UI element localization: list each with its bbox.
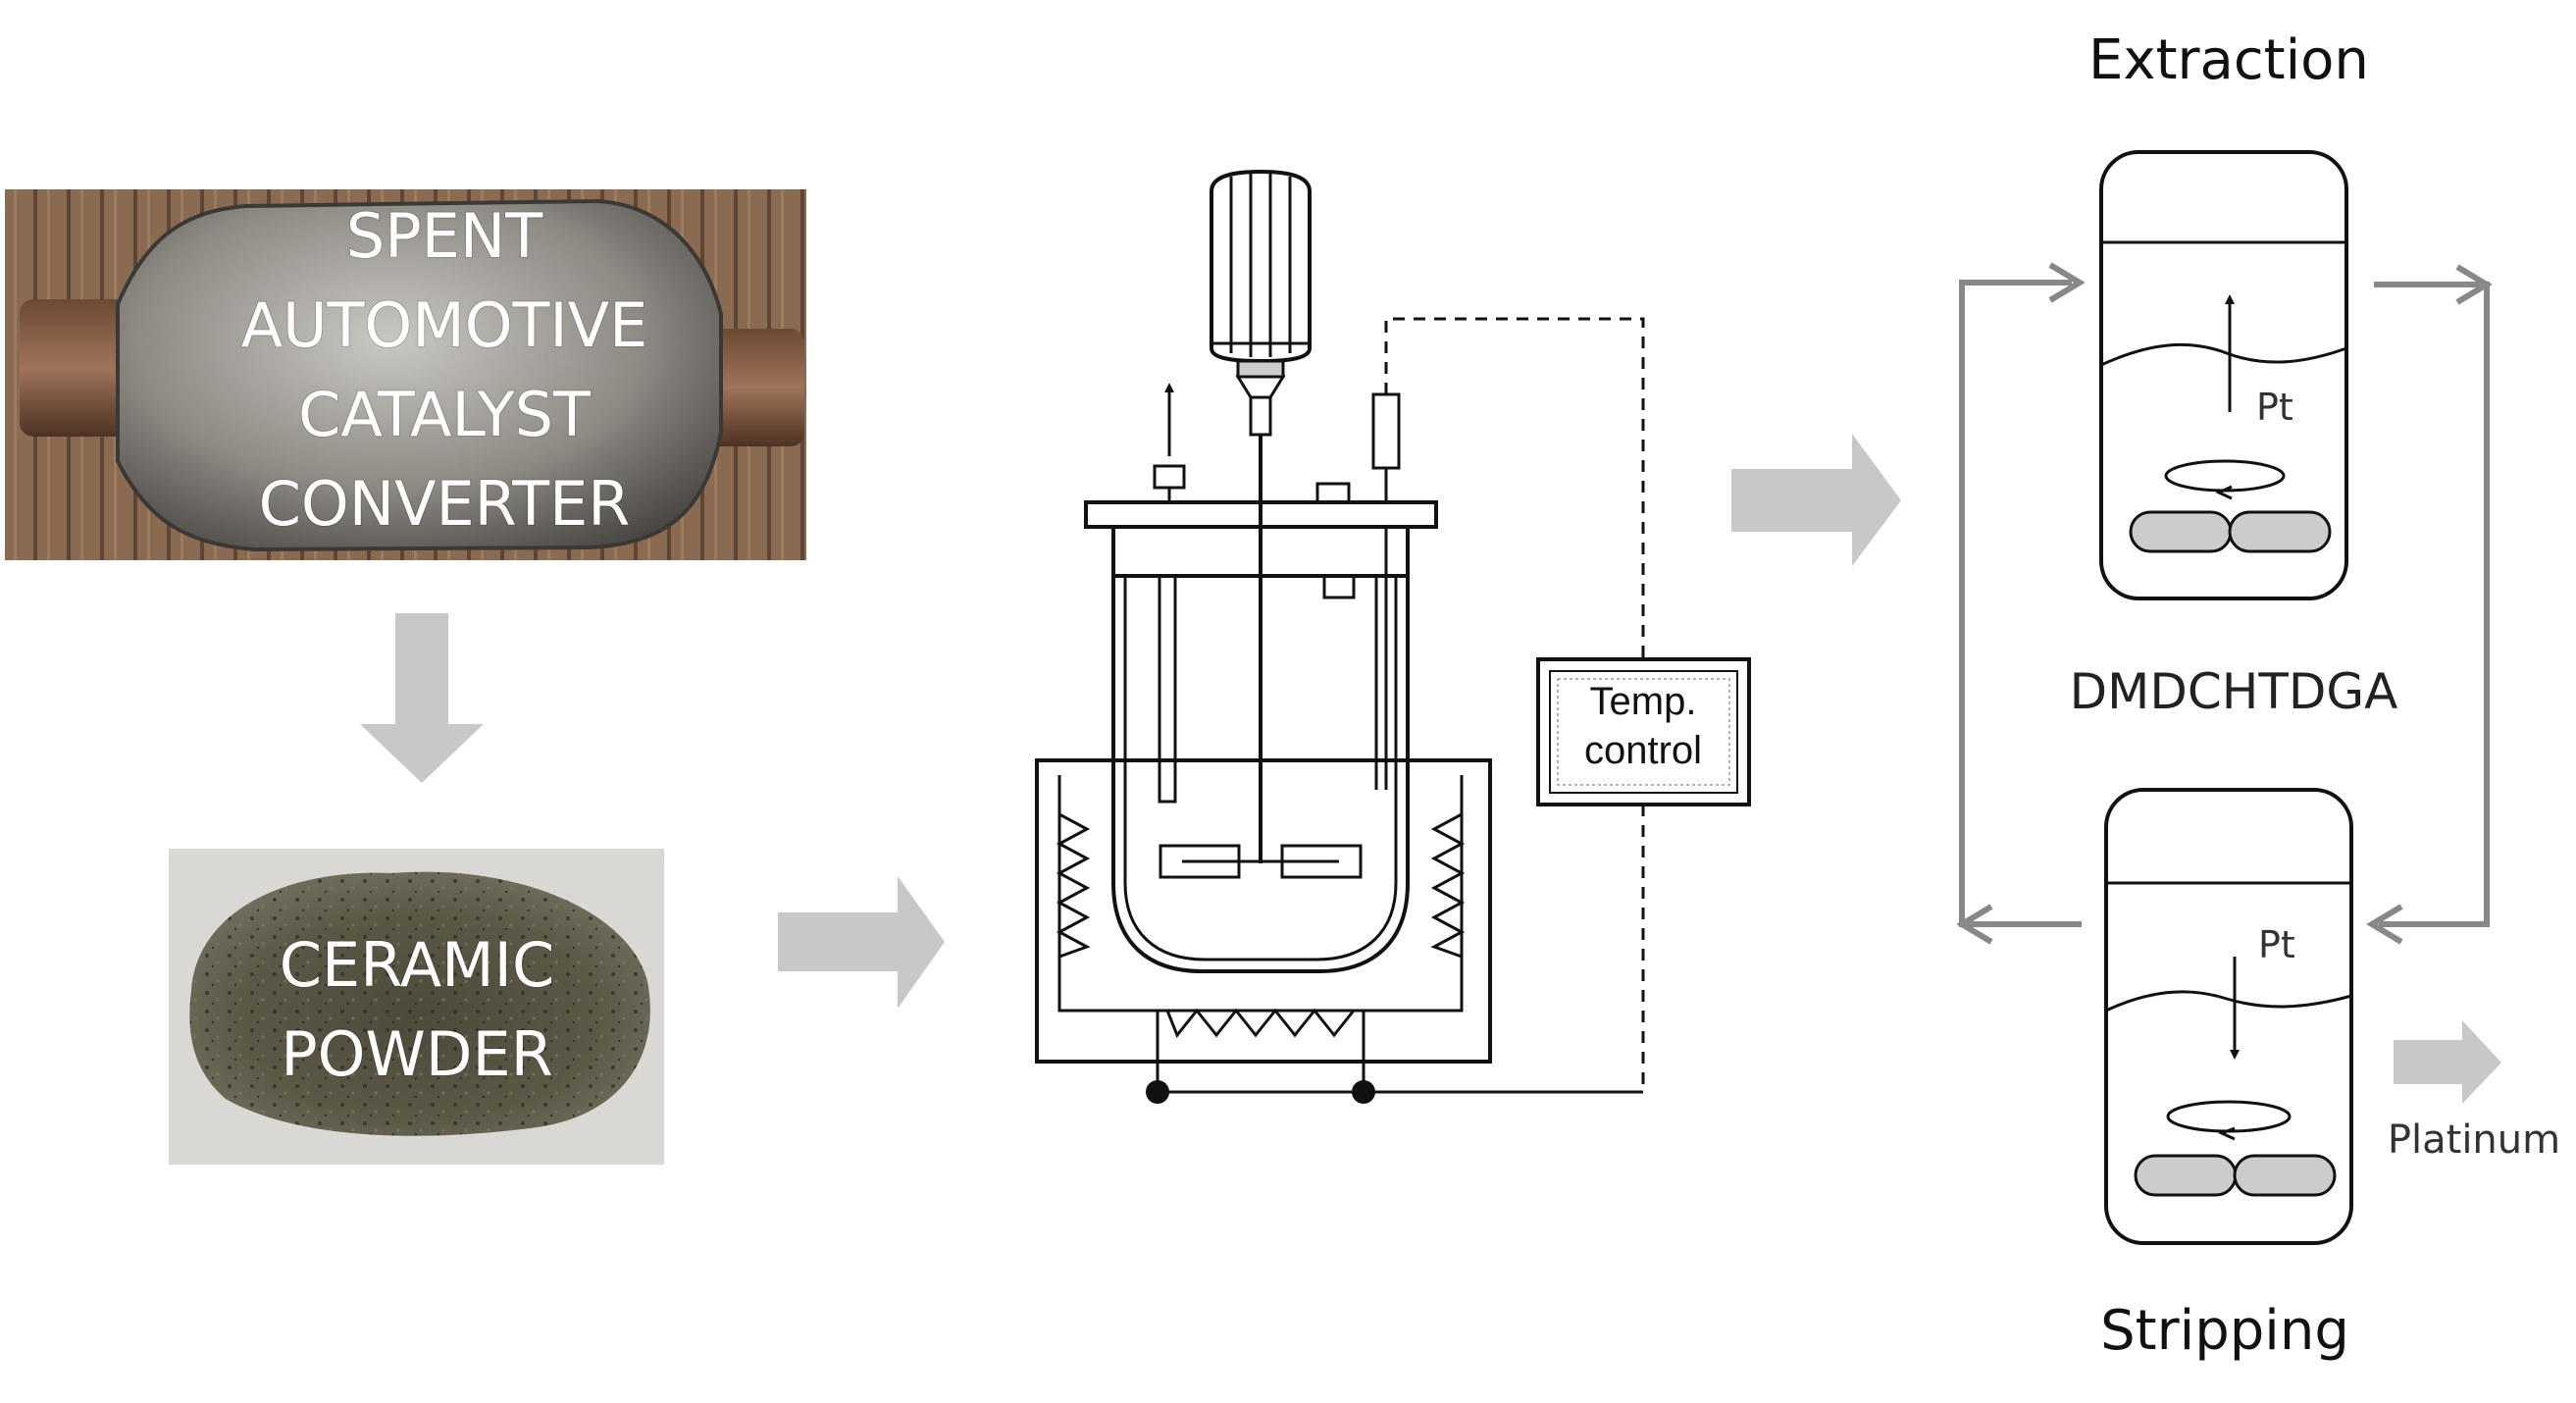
extractant-label: DMDCHTDGA [2070, 663, 2398, 720]
extraction-title: Extraction [2088, 28, 2369, 92]
platinum-label: Platinum [2388, 1117, 2560, 1163]
catalyst-photo: SPENT AUTOMOTIVE CATALYST CONVERTER [5, 189, 806, 560]
temp-control-label-line-2: control [1584, 729, 1702, 772]
platinum-product-arrow [2394, 1020, 2501, 1104]
stripping-vessel: Pt [2104, 788, 2353, 1245]
temp-control-label-line-1: Temp. [1590, 680, 1697, 723]
powder-label-line-1: CERAMIC [280, 929, 555, 1001]
catalyst-label-line-1: SPENT [346, 200, 543, 272]
powder-label-line-2: POWDER [281, 1018, 553, 1090]
catalyst-label-line-3: CATALYST [298, 379, 592, 450]
catalyst-label-line-4: CONVERTER [259, 468, 631, 540]
powder-photo: CERAMIC POWDER [169, 849, 664, 1165]
catalyst-label-line-2: AUTOMOTIVE [241, 289, 648, 361]
stirred-reactor: Temp. control [1035, 169, 1751, 1104]
stripping-title: Stripping [2100, 1299, 2349, 1363]
extraction-vessel: Pt [2099, 150, 2348, 600]
organic-recycle-loop [1956, 262, 2493, 945]
temp-control-box: Temp. control [1536, 657, 1751, 806]
stirrer-motor [1210, 169, 1312, 437]
down-arrow [360, 613, 484, 783]
extraction-species: Pt [2256, 386, 2293, 429]
stripping-species: Pt [2258, 923, 2295, 966]
arrow-to-extraction [1731, 434, 1901, 566]
arrow-to-reactor [778, 876, 945, 1009]
